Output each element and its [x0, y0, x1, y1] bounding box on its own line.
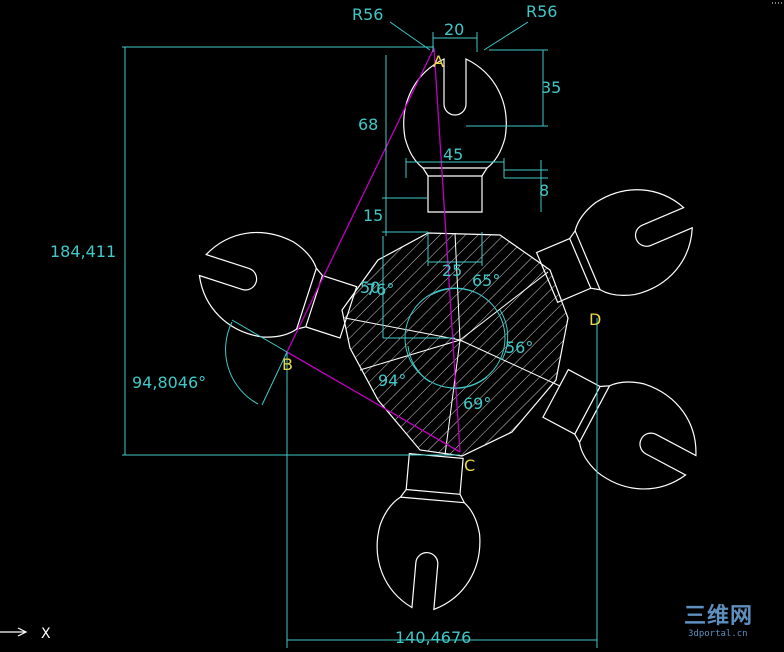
- dim-side-length: 68: [358, 115, 378, 134]
- dim-angle-94: 94°: [378, 371, 406, 390]
- construction-triangle: [286, 47, 461, 453]
- dim-neck-width: 45: [443, 145, 463, 164]
- dim-neck-height: 8: [539, 181, 549, 200]
- dim-angle-69: 69°: [463, 394, 491, 413]
- point-label-a: A: [433, 52, 444, 71]
- wrench-top: [403, 58, 507, 213]
- wrench-bottom: [371, 450, 488, 614]
- dim-jaw-width: 20: [444, 20, 464, 39]
- dim-overall-width: 140,4676: [395, 628, 471, 647]
- dim-angle-76: 76°: [366, 280, 394, 299]
- dim-radius-left: R56: [352, 5, 383, 24]
- point-label-d: D: [589, 310, 601, 329]
- watermark-url: 3dportal.cn: [688, 629, 748, 639]
- point-label-c: C: [464, 456, 475, 475]
- ucs-icon: [0, 627, 28, 637]
- point-label-b: B: [282, 355, 293, 374]
- dim-radius-right: R56: [526, 2, 557, 21]
- dim-angle-b: 94,8046°: [132, 373, 206, 392]
- wrench-left: [186, 215, 365, 362]
- dim-angle-65: 65°: [472, 271, 500, 290]
- dimension-lines: [122, 21, 598, 648]
- ucs-axis-label: X: [41, 626, 51, 642]
- wrench-right-lower: [530, 347, 716, 512]
- dim-slot-depth: 35: [541, 78, 561, 97]
- watermark-brand: 三维网: [684, 603, 753, 629]
- hatched-hub-polygon: [341, 232, 569, 457]
- dim-shank-height: 15: [363, 206, 383, 225]
- dim-angle-56: 56°: [505, 338, 533, 357]
- dim-center-width: 25: [442, 261, 462, 280]
- dim-offset: 50: [360, 278, 380, 297]
- dim-overall-height: 184,411: [50, 242, 116, 261]
